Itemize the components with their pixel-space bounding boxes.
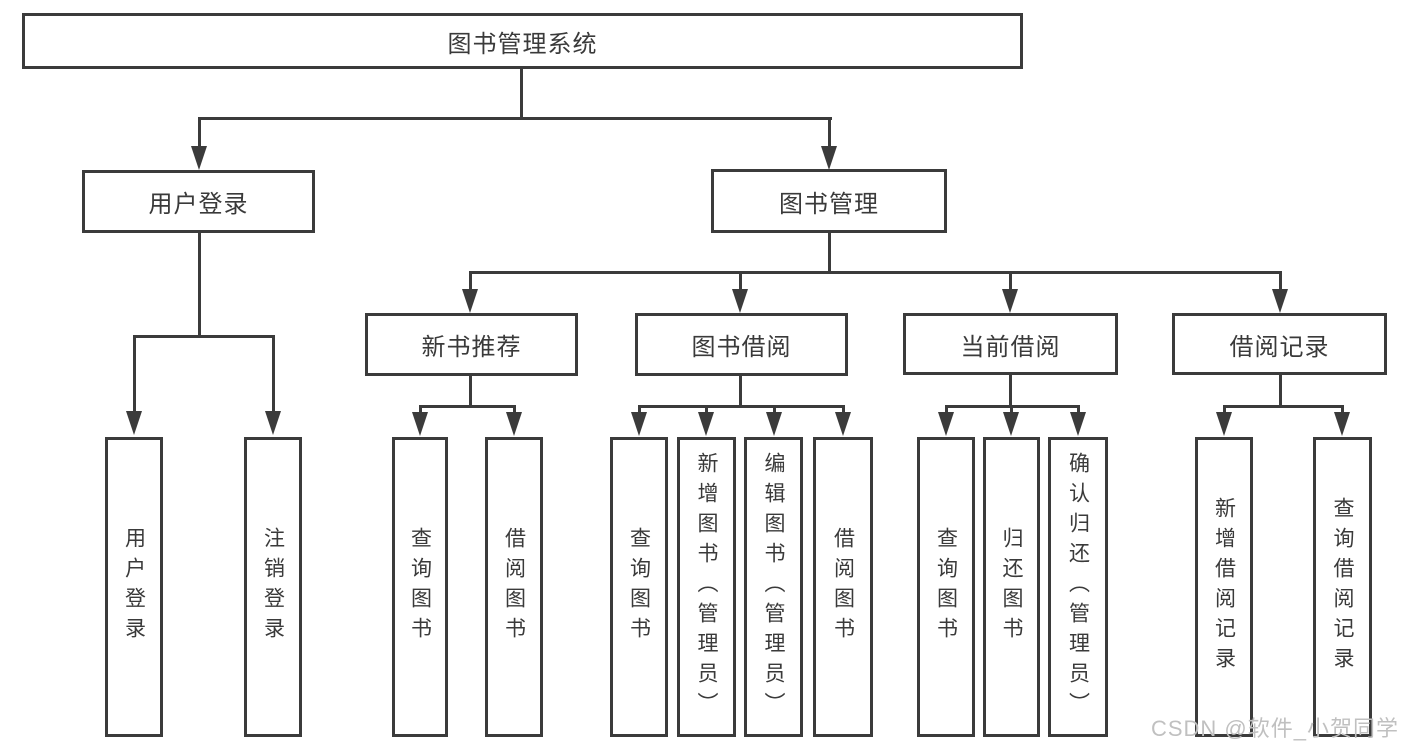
arrow-down-icon — [1334, 412, 1350, 436]
csdn-watermark: CSDN @软件_小贺同学 — [1150, 716, 1399, 741]
connector-line — [739, 273, 742, 290]
connector-line — [469, 271, 1282, 274]
arrow-down-icon — [698, 412, 714, 436]
arrow-down-icon — [1070, 412, 1086, 436]
leaf-add-borrow-record: 新增借阅记录 — [1195, 437, 1253, 737]
connector-line — [1279, 374, 1282, 407]
node-user-login: 用户登录 — [82, 170, 315, 233]
arrow-down-icon — [1003, 412, 1019, 436]
leaf-query-books-recommend: 查询图书 — [392, 437, 448, 737]
connector-line — [1341, 407, 1344, 414]
connector-line — [133, 335, 275, 338]
connector-line — [1009, 374, 1012, 407]
connector-line — [513, 407, 516, 414]
connector-line — [842, 407, 845, 414]
leaf-user-login: 用户登录 — [105, 437, 163, 737]
leaf-return-books: 归还图书 — [983, 437, 1040, 737]
node-library-management-system: 图书管理系统 — [22, 13, 1023, 69]
connector-line — [1223, 407, 1226, 414]
arrow-down-icon — [835, 412, 851, 436]
connector-line — [945, 407, 948, 414]
connector-line — [469, 273, 472, 290]
connector-line — [1009, 273, 1012, 290]
arrow-down-icon — [126, 411, 142, 435]
arrow-down-icon — [191, 146, 207, 170]
connector-line — [1279, 273, 1282, 290]
connector-line — [828, 233, 831, 273]
arrow-down-icon — [412, 412, 428, 436]
connector-line — [1223, 405, 1344, 408]
node-new-book-recommendation: 新书推荐 — [365, 313, 578, 376]
connector-line — [638, 405, 845, 408]
connector-line — [198, 119, 201, 148]
leaf-edit-books-admin: 编辑图书（管理员） — [744, 437, 803, 737]
connector-line — [520, 68, 523, 119]
connector-line — [638, 407, 641, 414]
connector-line — [198, 233, 201, 337]
leaf-confirm-return-admin: 确认归还（管理员） — [1048, 437, 1108, 737]
arrow-down-icon — [821, 146, 837, 170]
arrow-down-icon — [265, 411, 281, 435]
arrow-down-icon — [462, 289, 478, 313]
node-borrowing-records: 借阅记录 — [1172, 313, 1387, 375]
arrow-down-icon — [631, 412, 647, 436]
arrow-down-icon — [506, 412, 522, 436]
leaf-logout: 注销登录 — [244, 437, 302, 737]
leaf-query-borrow-record: 查询借阅记录 — [1313, 437, 1372, 737]
leaf-add-books-admin: 新增图书（管理员） — [677, 437, 736, 737]
node-book-borrowing: 图书借阅 — [635, 313, 848, 376]
arrow-down-icon — [1002, 289, 1018, 313]
arrow-down-icon — [1272, 289, 1288, 313]
connector-line — [945, 405, 1080, 408]
connector-line — [469, 375, 472, 407]
node-book-management: 图书管理 — [711, 169, 947, 233]
connector-line — [828, 119, 831, 148]
connector-line — [133, 337, 136, 413]
arrow-down-icon — [766, 412, 782, 436]
arrow-down-icon — [938, 412, 954, 436]
leaf-query-books-current: 查询图书 — [917, 437, 975, 737]
connector-line — [198, 117, 832, 120]
connector-line — [705, 407, 708, 414]
arrow-down-icon — [732, 289, 748, 313]
node-current-borrowing: 当前借阅 — [903, 313, 1118, 375]
connector-line — [773, 407, 776, 414]
connector-line — [419, 407, 422, 414]
connector-line — [1077, 407, 1080, 414]
connector-line — [419, 405, 516, 408]
connector-line — [272, 337, 275, 413]
leaf-borrow-books-recommend: 借阅图书 — [485, 437, 543, 737]
arrow-down-icon — [1216, 412, 1232, 436]
leaf-query-books-borrowing: 查询图书 — [610, 437, 668, 737]
connector-line — [739, 375, 742, 407]
leaf-borrow-books: 借阅图书 — [813, 437, 873, 737]
connector-line — [1010, 407, 1013, 414]
